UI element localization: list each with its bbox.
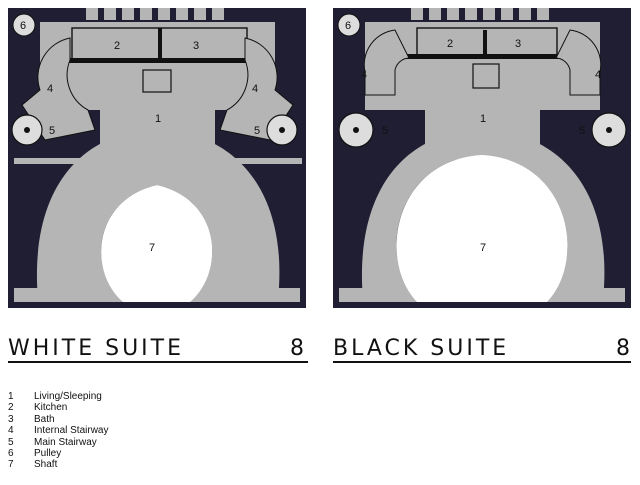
- black-suite-number: 8: [616, 336, 630, 361]
- shaft: [101, 185, 213, 302]
- furniture-box: [472, 63, 500, 89]
- divider-wall: [158, 28, 162, 60]
- black-suite-title: BLACK SUITE: [333, 336, 510, 361]
- shaft: [396, 155, 568, 302]
- label-stair-right: 4: [595, 69, 601, 81]
- white-suite-underline: [8, 361, 308, 363]
- legend-label: Living/Sleeping: [34, 391, 102, 402]
- internal-stairway-right: [219, 37, 294, 141]
- label-pulley: 6: [20, 20, 26, 32]
- label-main-stair-left: 5: [382, 125, 388, 137]
- partition-wall: [66, 58, 251, 63]
- label-kitchen: 2: [114, 40, 120, 52]
- legend-item: 7 Shaft: [8, 459, 108, 470]
- legend-item: 2 Kitchen: [8, 402, 108, 413]
- label-main-stair-right: 5: [579, 125, 585, 137]
- legend-label: Shaft: [34, 459, 58, 471]
- label-main-stair-right: 5: [254, 125, 260, 137]
- legend-item: 4 Internal Stairway: [8, 425, 108, 436]
- pulley-top: [337, 13, 361, 37]
- legend-key: 4: [8, 425, 14, 437]
- label-bath: 3: [193, 40, 199, 52]
- legend-label: Bath: [34, 413, 55, 425]
- roof-teeth: [411, 8, 549, 20]
- white-suite-plan: 6 2 3 4 4 1 5 5 7: [8, 8, 306, 308]
- legend-label: Internal Stairway: [34, 425, 109, 437]
- label-bath: 3: [515, 38, 521, 50]
- legend-key: 6: [8, 447, 14, 459]
- label-kitchen: 2: [447, 38, 453, 50]
- label-shaft: 7: [149, 242, 155, 254]
- pulley-top: [12, 13, 36, 37]
- internal-stairway-left: [363, 29, 410, 96]
- legend-key: 7: [8, 459, 14, 471]
- label-main-stair-left: 5: [49, 125, 55, 137]
- divider-wall: [483, 30, 487, 56]
- legend-key: 2: [8, 402, 14, 414]
- internal-stairway-right: [555, 29, 602, 96]
- legend-item: 3 Bath: [8, 414, 108, 425]
- pulley-right: [266, 114, 298, 146]
- floor-area: [14, 22, 302, 302]
- legend-item: 1 Living/Sleeping: [8, 391, 108, 402]
- pulley-left: [338, 112, 374, 148]
- roof-teeth: [86, 8, 224, 20]
- partition-wall: [397, 54, 572, 59]
- label-stair-right: 4: [252, 83, 258, 95]
- black-suite-underline: [333, 361, 631, 363]
- internal-stairway-left: [21, 37, 96, 141]
- label-shaft: 7: [480, 242, 486, 254]
- white-suite-number: 8: [290, 336, 304, 361]
- legend-label: Main Stairway: [34, 436, 97, 448]
- pulley-right: [591, 112, 627, 148]
- legend-label: Pulley: [34, 447, 62, 459]
- label-stair-left: 4: [47, 83, 53, 95]
- label-living: 1: [480, 113, 486, 125]
- legend-item: 5 Main Stairway: [8, 437, 108, 448]
- legend-item: 6 Pulley: [8, 448, 108, 459]
- white-suite-title: WHITE SUITE: [8, 336, 185, 361]
- legend-label: Kitchen: [34, 402, 68, 414]
- legend-key: 1: [8, 391, 14, 402]
- label-pulley: 6: [345, 20, 351, 32]
- black-suite-plan: 6 2 3 4 4 1 5 5 7: [333, 8, 631, 308]
- label-living: 1: [155, 113, 161, 125]
- furniture-box: [142, 69, 172, 93]
- pulley-left: [11, 114, 43, 146]
- legend: 1 Living/Sleeping 2 Kitchen 3 Bath 4 Interna…: [8, 391, 108, 471]
- legend-key: 3: [8, 413, 14, 425]
- legend-key: 5: [8, 436, 14, 448]
- label-stair-left: 4: [361, 69, 367, 81]
